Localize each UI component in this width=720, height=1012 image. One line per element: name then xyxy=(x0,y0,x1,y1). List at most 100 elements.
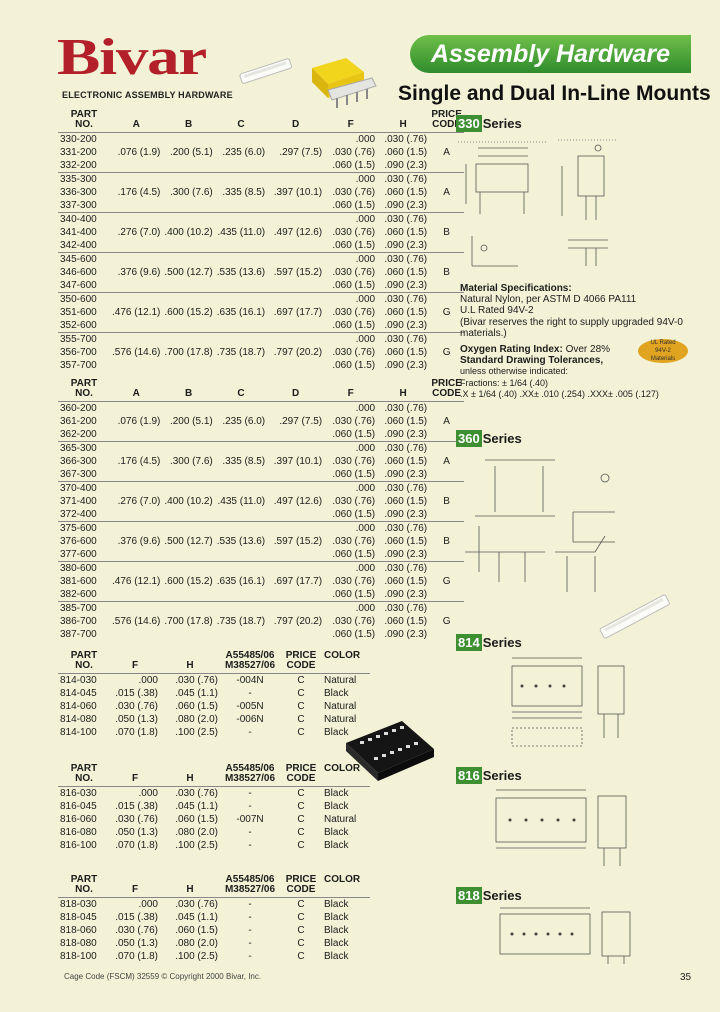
table-row: 385-700.000.030 (.76) xyxy=(58,601,465,615)
cell-b xyxy=(162,401,215,415)
cell-mil: - xyxy=(248,951,252,962)
cell-b: .400 (10.2) xyxy=(164,496,213,507)
cell-a: .176 (4.5) xyxy=(117,456,161,467)
cell-part: 816-100 xyxy=(60,840,97,851)
cell-part: 385-700 xyxy=(58,601,110,615)
cell-part: 366-300 xyxy=(60,456,97,467)
table-row: 350-600.000.030 (.76) xyxy=(58,292,465,306)
cell-h: .030 (.76) xyxy=(160,673,220,687)
table-row: 355-700.000.030 (.76) xyxy=(58,332,465,346)
cell-h: .090 (2.3) xyxy=(384,429,428,440)
cell-b xyxy=(162,428,214,442)
cell-part: 337-300 xyxy=(60,200,97,211)
cell-h: .090 (2.3) xyxy=(384,589,428,600)
page-subtitle: Single and Dual In-Line Mounts xyxy=(398,82,711,105)
cell-a: .276 (7.0) xyxy=(117,227,161,238)
strip-mount-photo xyxy=(599,594,670,639)
cell-d: .697 (17.7) xyxy=(273,576,323,587)
header-part: PART xyxy=(70,874,98,885)
cell-part: 352-600 xyxy=(60,320,97,331)
cell-a xyxy=(110,428,162,442)
cell-h: .060 (1.5) xyxy=(384,616,428,627)
header-color: COLOR xyxy=(324,763,361,774)
header-d: D xyxy=(292,119,300,130)
cell-f: .000 xyxy=(324,172,378,186)
header-mil1: A55485/06 xyxy=(225,874,275,885)
cell-h: .060 (1.5) xyxy=(384,576,428,587)
cell-code xyxy=(429,292,465,306)
cell-f: .030 (.76) xyxy=(332,536,376,547)
cell-d: .697 (17.7) xyxy=(273,307,323,318)
header-a: A xyxy=(132,119,140,130)
material-line: Natural Nylon, per ASTM D 4066 PA111 xyxy=(460,294,637,306)
cell-f: .030 (.76) xyxy=(332,187,376,198)
cell-mil: - xyxy=(248,801,252,812)
cell-part: 347-600 xyxy=(60,280,97,291)
table-row: 332-200.060 (1.5).090 (2.3) xyxy=(58,159,464,173)
material-title: Material Specifications: xyxy=(460,283,572,294)
cell-a xyxy=(110,481,163,495)
cell-color: Natural xyxy=(324,714,357,725)
header-h: H xyxy=(399,119,407,130)
cell-f: .030 (.76) xyxy=(332,496,376,507)
cell-h: .090 (2.3) xyxy=(384,509,428,520)
header-no: NO. xyxy=(75,119,93,130)
cell-part: 814-060 xyxy=(60,701,97,712)
header-b: B xyxy=(184,388,193,399)
cell-code: A xyxy=(443,456,450,467)
cell-f: .060 (1.5) xyxy=(332,320,376,331)
cell-h: .060 (1.5) xyxy=(384,496,428,507)
cell-b xyxy=(162,468,214,482)
cell-d xyxy=(267,521,325,535)
cell-part: 340-400 xyxy=(58,212,110,226)
table-row: 360-200.000.030 (.76) xyxy=(58,401,465,415)
dip-socket-photo xyxy=(346,721,434,781)
header-color: COLOR xyxy=(324,874,361,885)
cell-a xyxy=(110,199,162,213)
cell-a xyxy=(110,468,162,482)
table-row: 336-300.176 (4.5).300 (7.6).335 (8.5).39… xyxy=(58,186,464,199)
cell-d: .297 (7.5) xyxy=(279,147,323,158)
cell-b xyxy=(162,601,215,615)
table-row: 330-200.000.030 (.76) xyxy=(58,132,465,146)
cell-b xyxy=(162,628,214,641)
bivar-logo: Bivar xyxy=(57,29,207,86)
cell-code xyxy=(429,332,465,346)
cell-color: Black xyxy=(324,827,349,838)
cell-a xyxy=(110,359,162,372)
cell-mil: -005N xyxy=(236,701,264,712)
table-row: 381-600.476 (12.1).600 (15.2).635 (16.1)… xyxy=(58,575,464,588)
cell-mil: -006N xyxy=(236,714,264,725)
cell-code xyxy=(429,132,465,146)
header-f: F xyxy=(131,773,139,784)
header-h: H xyxy=(399,388,407,399)
cell-a xyxy=(110,159,162,173)
cell-part: 360-200 xyxy=(58,401,110,415)
badge-line: Materials xyxy=(650,356,676,362)
cell-f: .070 (1.8) xyxy=(115,727,158,738)
cell-h: .030 (.76) xyxy=(160,897,220,911)
cell-a xyxy=(110,212,163,226)
cell-b xyxy=(162,252,215,266)
cell-code: C xyxy=(280,786,322,800)
cell-f: .000 xyxy=(324,441,378,455)
header-code: CODE xyxy=(286,773,316,784)
cell-h: .060 (1.5) xyxy=(384,187,428,198)
cell-part: 380-600 xyxy=(58,561,110,575)
yellow-mount-photo xyxy=(312,58,377,108)
cell-color: Black xyxy=(324,925,349,936)
cell-h: .045 (1.1) xyxy=(175,688,218,699)
cell-f: .000 xyxy=(324,252,378,266)
table-row: 372-400.060 (1.5).090 (2.3) xyxy=(58,508,464,522)
header-code: CODE xyxy=(432,119,462,130)
cell-h: .080 (2.0) xyxy=(175,714,218,725)
cell-c xyxy=(215,359,267,372)
cell-c: .335 (8.5) xyxy=(222,456,266,467)
cell-mil: - xyxy=(220,897,280,911)
cell-h: .090 (2.3) xyxy=(384,320,428,331)
